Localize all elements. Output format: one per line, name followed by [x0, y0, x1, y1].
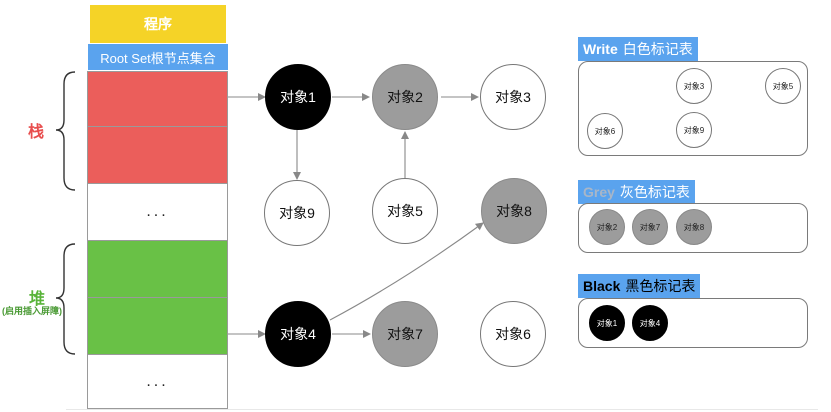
black-item-obj4: 对象4 [632, 305, 668, 341]
heap-label: 堆 [29, 291, 46, 308]
white-table-title: Write 白色标记表 [578, 37, 698, 61]
grey-item-obj8: 对象8 [676, 209, 712, 245]
grey-table-title-zh: 灰色标记表 [619, 184, 690, 200]
white-table-title-zh: 白色标记表 [622, 41, 693, 57]
stack-brace [55, 71, 76, 191]
stack-label: 栈 [28, 124, 45, 141]
grey-table-title: Grey 灰色标记表 [578, 180, 695, 204]
black-table-title-zh: 黑色标记表 [625, 278, 696, 294]
white-table-title-en: Write [583, 41, 618, 57]
bottom-divider [66, 409, 818, 410]
heap-sub-label: (启用插入屏障) [2, 306, 62, 316]
white-item-obj6: 对象6 [587, 113, 623, 149]
heap-cell-2 [87, 297, 228, 355]
node-obj6: 对象6 [480, 301, 546, 367]
black-table-title-en: Black [583, 278, 621, 294]
black-table-title: Black 黑色标记表 [578, 274, 701, 298]
node-obj2: 对象2 [372, 64, 438, 130]
program-box: 程序 [90, 5, 226, 43]
grey-table-title-en: Grey [583, 184, 615, 200]
black-item-obj1: 对象1 [589, 305, 625, 341]
heap-ellipsis-cell: ... [87, 354, 228, 409]
edge-obj4-obj8 [329, 222, 484, 321]
node-obj3: 对象3 [480, 64, 546, 130]
root-set-header: Root Set根节点集合 [88, 44, 228, 70]
node-obj5: 对象5 [372, 178, 438, 244]
grey-item-obj7: 对象7 [632, 209, 668, 245]
node-obj8: 对象8 [481, 178, 547, 244]
node-obj9: 对象9 [264, 180, 330, 246]
white-item-obj5: 对象5 [765, 68, 801, 104]
white-item-obj3: 对象3 [676, 68, 712, 104]
stack-cell-1 [87, 71, 228, 127]
grey-item-obj2: 对象2 [589, 209, 625, 245]
heap-brace [55, 243, 76, 355]
heap-cell-1 [87, 240, 228, 298]
heap-ellipsis: ... [146, 372, 169, 390]
stack-ellipsis: ... [146, 203, 169, 220]
node-obj4: 对象4 [265, 301, 331, 367]
white-item-obj9: 对象9 [676, 112, 712, 148]
node-obj1: 对象1 [265, 64, 331, 130]
node-obj7: 对象7 [372, 301, 438, 367]
